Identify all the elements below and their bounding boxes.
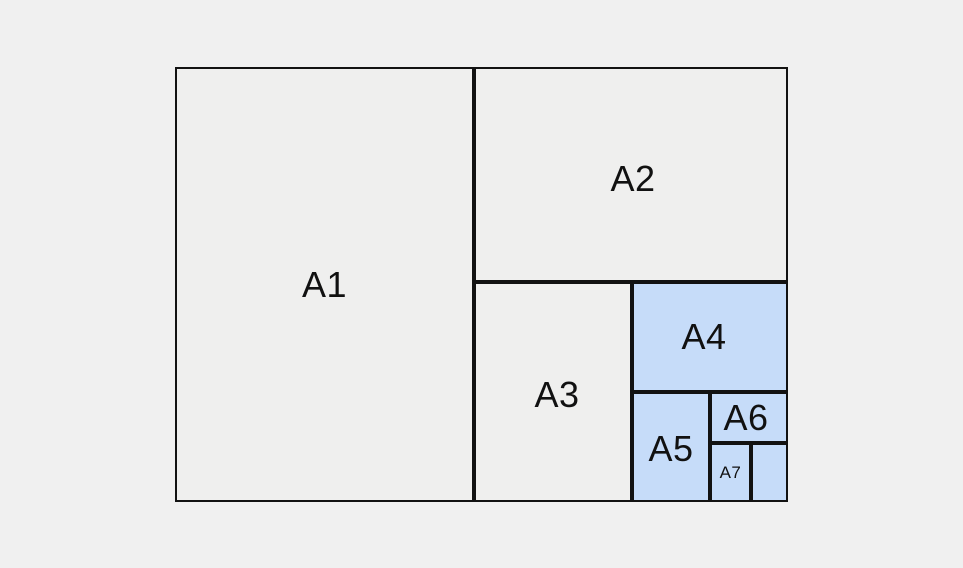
paper-rect-a2[interactable]: A2 xyxy=(474,67,788,282)
paper-rect-a7[interactable]: A7 xyxy=(710,443,751,502)
paper-rect-a7-label: A7 xyxy=(719,463,742,482)
paper-rect-a3-label: A3 xyxy=(534,374,580,415)
paper-rect-a5[interactable]: A5 xyxy=(632,392,710,502)
paper-rect-a1-label: A1 xyxy=(301,263,348,305)
paper-rect-a5-label: A5 xyxy=(648,428,694,469)
paper-rect-a6[interactable]: A6 xyxy=(710,392,788,443)
paper-rect-a8-unlabeled[interactable] xyxy=(751,443,788,502)
paper-rect-a6-label: A6 xyxy=(723,396,769,438)
paper-rect-a3[interactable]: A3 xyxy=(474,282,632,502)
paper-rect-a4[interactable]: A4 xyxy=(632,282,788,392)
paper-rect-a1[interactable]: A1 xyxy=(175,67,474,502)
paper-rect-a2-label: A2 xyxy=(610,157,656,199)
paper-rect-a4-label: A4 xyxy=(681,316,727,357)
